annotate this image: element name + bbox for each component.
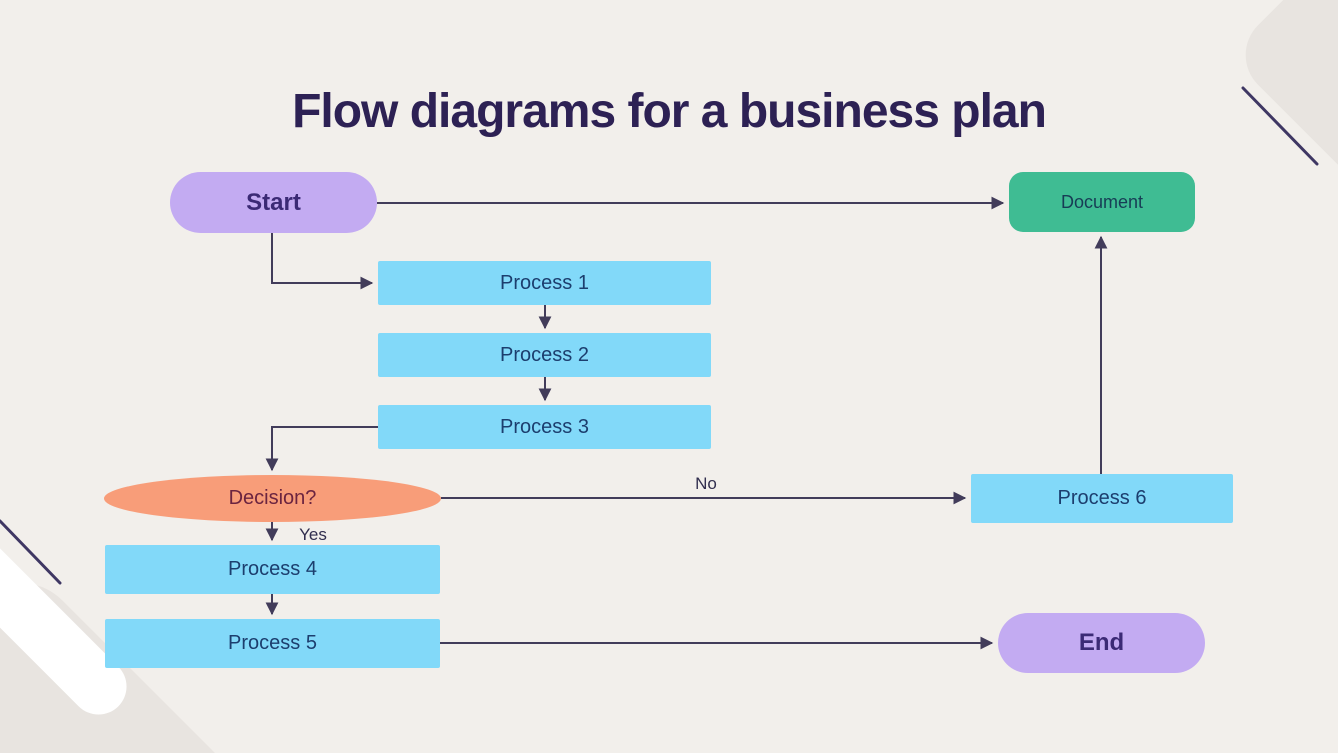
node-label-process5: Process 5 [228, 632, 317, 654]
node-process5[interactable]: Process 5 [105, 619, 440, 668]
node-start[interactable]: Start [170, 172, 377, 233]
page-title: Flow diagrams for a business plan [292, 85, 1047, 138]
node-label-start: Start [246, 188, 301, 216]
node-process2[interactable]: Process 2 [378, 333, 711, 377]
edge-process3-decision [265, 426, 378, 472]
node-label-process3: Process 3 [500, 415, 589, 438]
edge-label-no: No [695, 474, 717, 493]
node-label-process1: Process 1 [500, 271, 589, 294]
node-label-process4: Process 4 [228, 558, 317, 580]
node-label-process2: Process 2 [500, 343, 589, 366]
node-process1[interactable]: Process 1 [378, 261, 711, 305]
edge-start-process1 [271, 233, 374, 290]
edge-label-yes: Yes [299, 525, 327, 544]
node-process4[interactable]: Process 4 [105, 545, 440, 594]
node-document[interactable]: Document [1009, 172, 1195, 232]
node-process6[interactable]: Process 6 [971, 474, 1233, 523]
node-end[interactable]: End [998, 613, 1205, 673]
node-process3[interactable]: Process 3 [378, 405, 711, 449]
node-label-end: End [1078, 629, 1125, 656]
node-label-process6: Process 6 [1057, 487, 1147, 509]
node-label-document: Document [1060, 191, 1144, 212]
node-label-decision: Decision? [228, 487, 317, 509]
node-decision[interactable]: Decision? [104, 475, 441, 522]
